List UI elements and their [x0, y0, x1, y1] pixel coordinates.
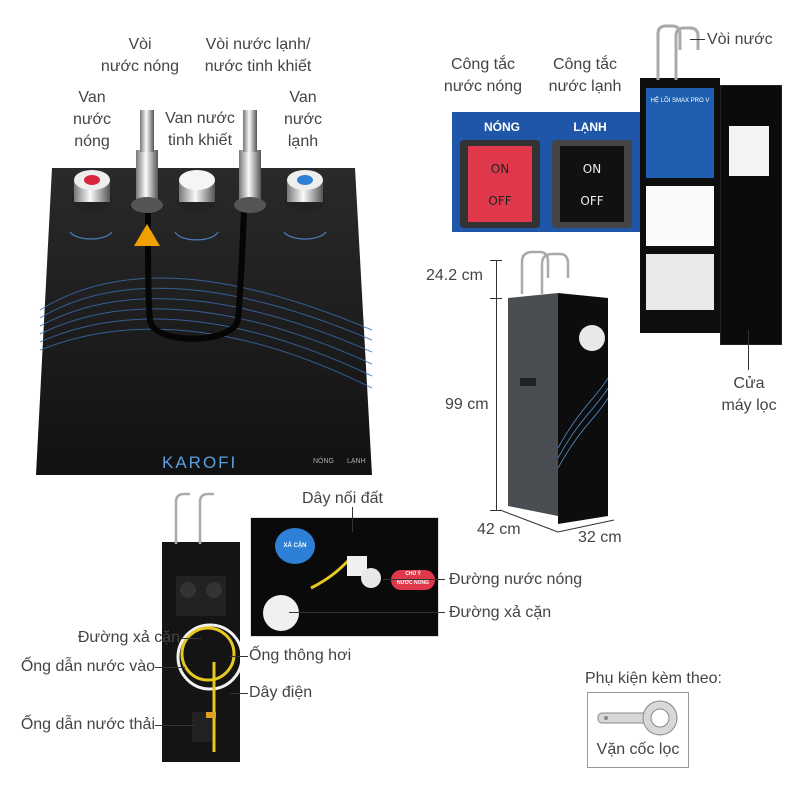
label-van-nuoc-nong: Van nước nóng [72, 89, 112, 150]
back-view-faucets [174, 492, 214, 544]
label-voi-nuoc: Vòi nước [707, 31, 773, 48]
panel-label-hot: NÓNG [313, 458, 334, 465]
cabinet-faucets [656, 24, 700, 80]
hot-switch-on: ON [490, 162, 510, 176]
label-day-noi-dat: Dây nối đất [302, 490, 383, 507]
cold-switch-off: OFF [580, 194, 604, 208]
label-van-nuoc-tinh-khiet: Van nước tinh khiết [165, 110, 235, 149]
back-view-machine [162, 542, 244, 762]
machine-side-view [500, 250, 615, 533]
label-voi-nuoc-lanh: Vòi nước lạnh/ nước tinh khiết [204, 36, 312, 75]
accessory-item-label: Vặn cốc lọc [596, 741, 680, 758]
label-duong-xa-can-right: Đường xả cặn [449, 604, 552, 621]
dimension-width: 32 cm [578, 529, 622, 546]
label-cong-tac-nuoc-lanh: Công tắc nước lạnh [548, 56, 622, 95]
label-duong-xa-can-left: Đường xả cặn [77, 629, 180, 646]
badge-nuoc-nong: CHÚ Ý NƯỚC NÓNG [391, 570, 435, 590]
accessory-box: Vặn cốc lọc [587, 692, 689, 768]
label-cong-tac-nuoc-nong: Công tắc nước nóng [443, 56, 523, 95]
label-duong-nuoc-nong: Đường nước nóng [449, 571, 583, 588]
hot-valve-knob [72, 170, 112, 212]
brand-logo: KAROFI [162, 453, 238, 472]
label-ong-dan-nuoc-thai: Ống dẫn nước thải [20, 716, 155, 733]
label-ong-thong-hoi: Ống thông hơi [249, 647, 352, 664]
cabinet-door[interactable] [720, 85, 782, 345]
top-panel-illustration [36, 110, 373, 475]
cold-switch-on: ON [582, 162, 602, 176]
back-view-illustration [176, 576, 244, 752]
dimension-height-top: 24.2 cm [426, 267, 483, 284]
hot-faucet [131, 110, 163, 213]
back-zoom-illustration [263, 556, 381, 631]
purified-valve-knob [177, 170, 217, 212]
wrench-icon [597, 700, 678, 736]
dimension-depth: 42 cm [477, 521, 521, 538]
hot-water-switch[interactable]: ON OFF [460, 140, 540, 228]
back-view-zoom: XẢ CẶN CHÚ Ý NƯỚC NÓNG [250, 517, 439, 637]
hot-switch-off: OFF [488, 194, 512, 208]
cold-faucet [234, 110, 266, 213]
switch-hot-title: NÓNG [484, 120, 520, 134]
label-voi-nuoc-nong: Vòi nước nóng [100, 36, 180, 75]
label-ong-dan-nuoc-vao: Ống dẫn nước vào [20, 658, 155, 675]
cold-water-switch[interactable]: ON OFF [552, 140, 632, 228]
panel-label-cold: LẠNH [347, 458, 366, 465]
cabinet-sticker-title: HỆ LÕI SMAX PRO V [650, 98, 710, 104]
label-day-dien: Dây điện [249, 684, 313, 701]
label-cua-may-loc: Cửa máy lọc [721, 375, 777, 414]
badge-xa-can: XẢ CẶN [275, 528, 315, 564]
switch-cold-title: LẠNH [573, 120, 607, 134]
switch-panel: NÓNG LẠNH ON OFF ON OFF [452, 112, 640, 232]
top-panel-photo: KAROFI NÓNG LẠNH [0, 0, 400, 480]
open-cabinet: HỆ LÕI SMAX PRO V [640, 78, 720, 333]
accessories-title: Phụ kiện kèm theo: [585, 670, 722, 687]
cold-valve-knob [285, 170, 325, 212]
dimension-height-body: 99 cm [445, 396, 489, 413]
label-van-nuoc-lanh: Van nước lạnh [283, 89, 323, 150]
